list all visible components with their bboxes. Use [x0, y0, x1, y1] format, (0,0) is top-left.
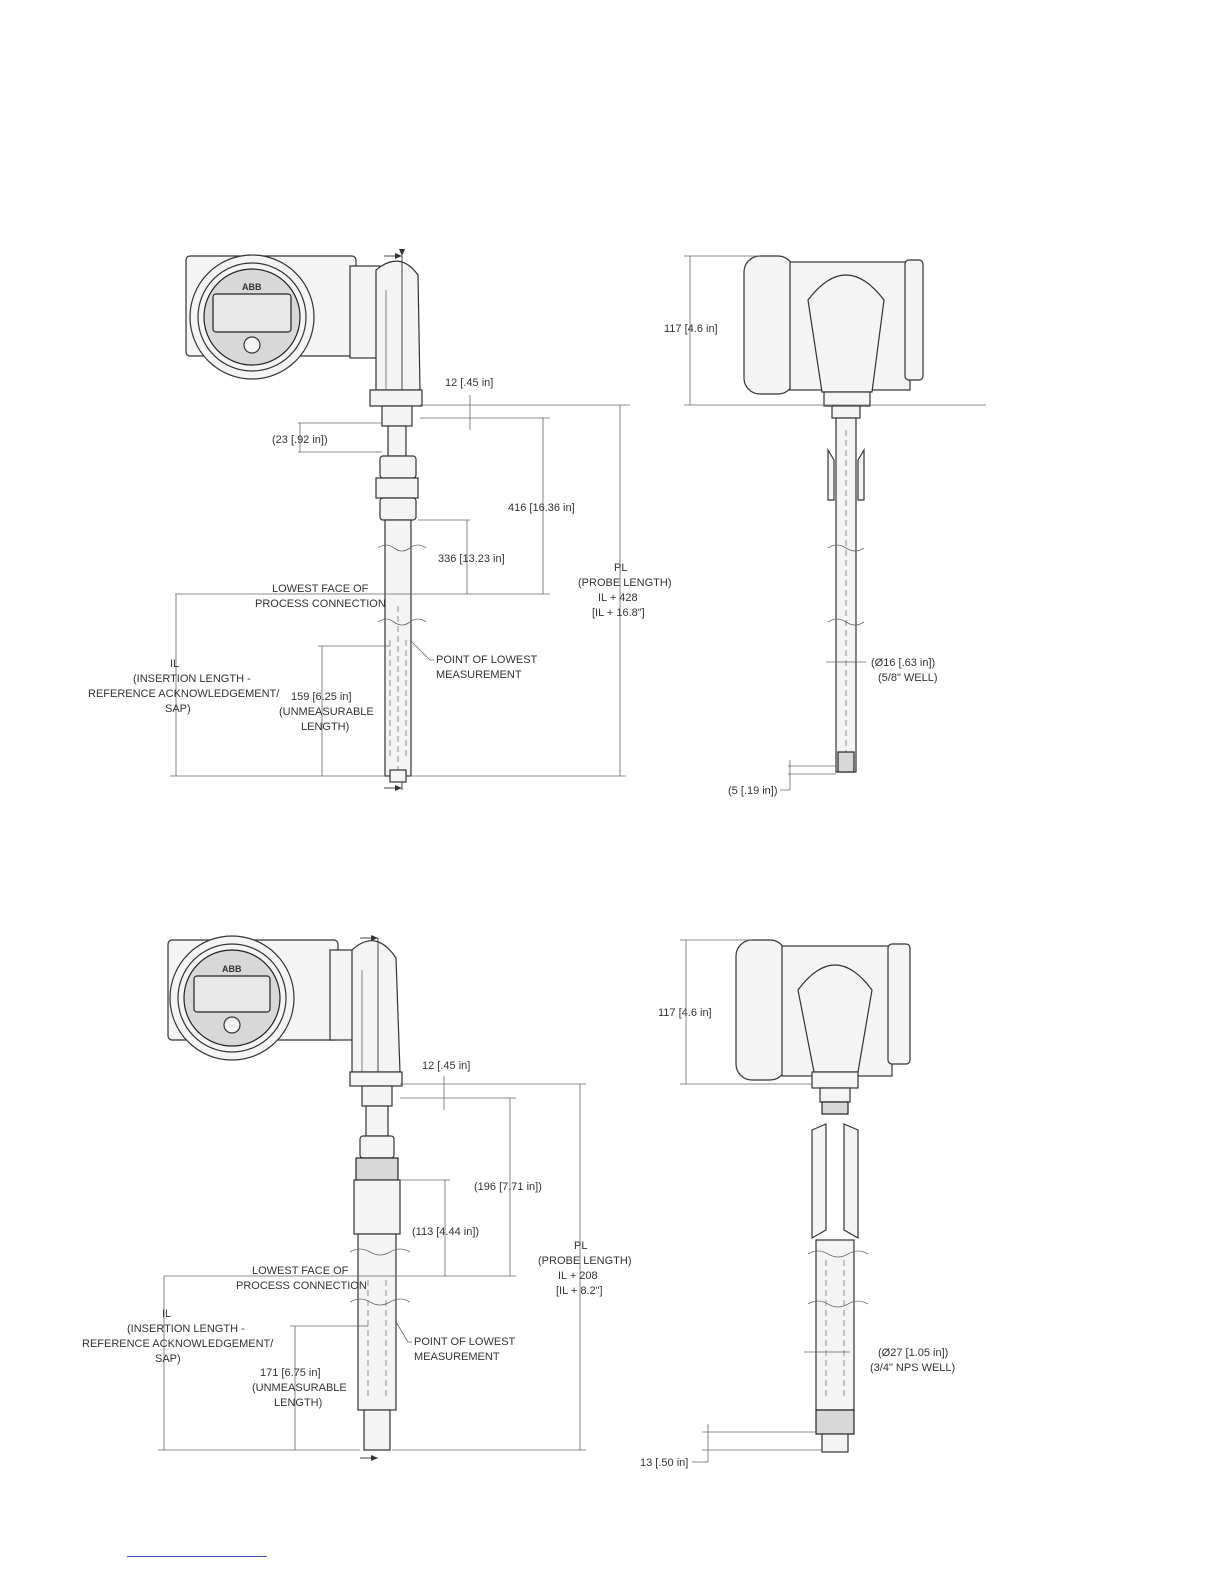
unmeas-bottom-1: 171 [6.75 in] [260, 1367, 321, 1379]
pl-bottom-4: [IL + 8.2"] [556, 1285, 603, 1297]
point-lowest-bottom-1: POINT OF LOWEST [414, 1336, 516, 1348]
il-top-2: (INSERTION LENGTH - [133, 673, 251, 685]
well-bottom-2: (3/4" NPS WELL) [870, 1362, 955, 1374]
footer-rule [127, 1556, 267, 1557]
il-top-4: SAP) [165, 703, 191, 715]
il-top-1: IL [170, 658, 179, 670]
dim-tip-top: (5 [.19 in]) [728, 785, 778, 797]
dim-head-bottom: 117 [4.6 in] [658, 1007, 712, 1019]
lowest-face-bottom-2: PROCESS CONNECTION [236, 1280, 367, 1292]
top-front-view: ABB 12 [.45 in] (23 [.92 in]) [88, 249, 672, 791]
point-lowest-top-1: POINT OF LOWEST [436, 654, 538, 666]
dim-tip-bottom: 13 [.50 in] [640, 1457, 688, 1469]
dim-416: 416 [16.36 in] [508, 502, 575, 514]
pl-bottom-1: PL [574, 1240, 587, 1252]
il-top-3: REFERENCE ACKNOWLEDGEMENT/ [88, 688, 280, 700]
lowest-face-top-1: LOWEST FACE OF [272, 583, 369, 595]
well-top-2: (5/8" WELL) [878, 672, 938, 684]
il-bottom-2: (INSERTION LENGTH - [127, 1323, 245, 1335]
il-bottom-1: IL [162, 1308, 171, 1320]
top-side-view: 117 [4.6 in] (Ø16 [.63 in]) (5/8" WELL) … [664, 255, 986, 797]
pl-bottom-2: (PROBE LENGTH) [538, 1255, 632, 1267]
well-top-1: (Ø16 [.63 in]) [871, 657, 935, 669]
abb-logo: ABB [222, 964, 242, 974]
unmeas-bottom-3: LENGTH) [274, 1397, 322, 1409]
dim-head-top: 117 [4.6 in] [664, 323, 718, 335]
pl-top-4: [IL + 16.8"] [592, 607, 645, 619]
dim-336: 336 [13.23 in] [438, 553, 505, 565]
abb-logo: ABB [242, 282, 262, 292]
point-lowest-bottom-2: MEASUREMENT [414, 1351, 500, 1363]
display-screen [212, 293, 292, 333]
unmeas-top-3: LENGTH) [301, 721, 349, 733]
dim-flange-bottom: 12 [.45 in] [422, 1060, 470, 1072]
bottom-side-view: 117 [4.6 in] (Ø27 [1.05 in]) (3/4" NPS W… [640, 939, 955, 1469]
pl-top-3: IL + 428 [598, 592, 638, 604]
pl-bottom-3: IL + 208 [558, 1270, 598, 1282]
unmeas-bottom-2: (UNMEASURABLE [252, 1382, 347, 1394]
lowest-face-top-2: PROCESS CONNECTION [255, 598, 386, 610]
display-screen [193, 975, 271, 1013]
well-bottom-1: (Ø27 [1.05 in]) [878, 1347, 948, 1359]
lowest-face-bottom-1: LOWEST FACE OF [252, 1265, 349, 1277]
unmeas-top-2: (UNMEASURABLE [279, 706, 374, 718]
bottom-front-view: ABB 12 [.45 in] (196 [7.71 in]) (113 [4.… [82, 935, 632, 1461]
pl-top-2: (PROBE LENGTH) [578, 577, 672, 589]
pl-top-1: PL [614, 562, 627, 574]
il-bottom-3: REFERENCE ACKNOWLEDGEMENT/ [82, 1338, 274, 1350]
dim-196: (196 [7.71 in]) [474, 1181, 542, 1193]
dim-nut-top: (23 [.92 in]) [272, 434, 328, 446]
dim-flange-top: 12 [.45 in] [445, 377, 493, 389]
il-bottom-4: SAP) [155, 1353, 181, 1365]
point-lowest-top-2: MEASUREMENT [436, 669, 522, 681]
unmeas-top-1: 159 [6.25 in] [291, 691, 352, 703]
dim-113: (113 [4.44 in]) [412, 1226, 479, 1238]
